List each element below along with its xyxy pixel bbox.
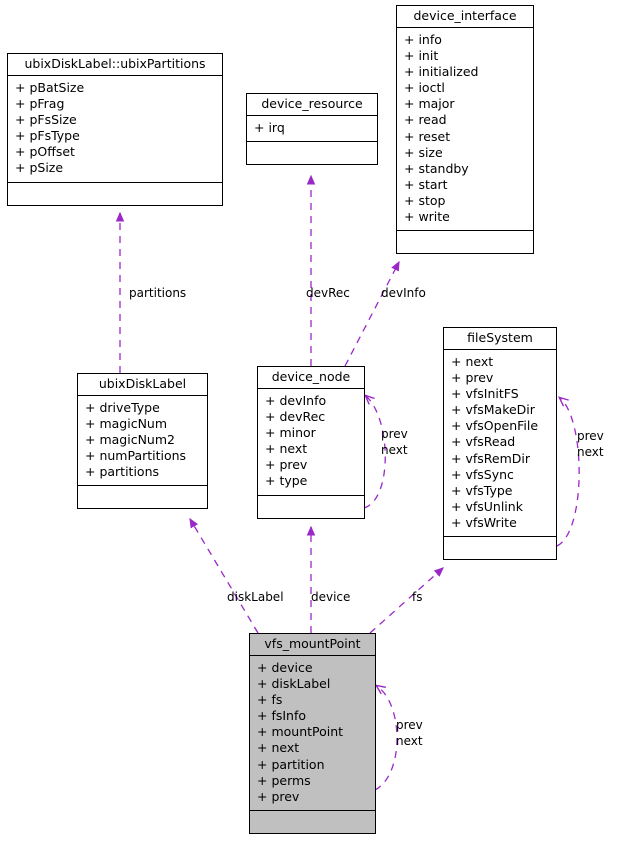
edge-label-device-node-self: prev next bbox=[381, 427, 408, 458]
class-title: device_resource bbox=[247, 94, 377, 116]
class-attributes: + device + diskLabel + fs + fsInfo + mou… bbox=[250, 656, 375, 811]
attribute-row: + pFsType bbox=[15, 128, 80, 144]
edge-label-next: next bbox=[381, 442, 408, 457]
edge-label-prev: prev bbox=[577, 429, 604, 443]
class-attributes: + info + init + initialized + ioctl + ma… bbox=[397, 28, 533, 232]
class-box-device-interface[interactable]: device_interface + info + init + initial… bbox=[396, 5, 534, 255]
class-title: device_interface bbox=[397, 6, 533, 28]
attribute-row: + pOffset bbox=[15, 144, 75, 160]
attribute-row: + numPartitions bbox=[85, 448, 187, 464]
attribute-row: + read bbox=[404, 112, 447, 128]
edge-label-device: device bbox=[311, 590, 351, 604]
attribute-row: + vfsUnlink bbox=[451, 498, 523, 514]
attribute-row: + type bbox=[265, 473, 308, 489]
class-operations bbox=[78, 486, 207, 508]
edge-label-devinfo: devInfo bbox=[381, 286, 426, 300]
attribute-row: + minor bbox=[265, 425, 316, 441]
class-attributes: + next + prev + vfsInitFS + vfsMakeDir +… bbox=[444, 350, 556, 538]
class-attributes: + pBatSize + pFrag + pFsSize + pFsType +… bbox=[8, 76, 222, 183]
attribute-row: + vfsMakeDir bbox=[451, 402, 535, 418]
edge-label-mountpoint-self: prev next bbox=[396, 718, 423, 749]
attribute-row: + pFsSize bbox=[15, 112, 77, 128]
attribute-row: + devInfo bbox=[265, 393, 327, 408]
attribute-row: + info bbox=[404, 32, 442, 47]
attribute-row: + prev bbox=[265, 457, 308, 473]
attribute-row: + perms bbox=[257, 772, 311, 788]
class-attributes: + devInfo + devRec + minor + next + prev… bbox=[258, 389, 364, 496]
attribute-row: + size bbox=[404, 144, 443, 160]
class-attributes: + irq bbox=[247, 116, 377, 143]
attribute-row: + pFrag bbox=[15, 96, 65, 112]
attribute-row: + fs bbox=[257, 692, 283, 708]
attribute-row: + partitions bbox=[85, 464, 160, 480]
class-operations bbox=[444, 537, 556, 559]
attribute-row: + partition bbox=[257, 756, 325, 772]
attribute-row: + devRec bbox=[265, 409, 326, 425]
edge-label-fs: fs bbox=[412, 590, 423, 604]
attribute-row: + initialized bbox=[404, 64, 479, 80]
attribute-row: + prev bbox=[257, 788, 300, 804]
class-title: vfs_mountPoint bbox=[250, 634, 375, 656]
class-title: ubixDiskLabel bbox=[78, 374, 207, 396]
edge-label-prev: prev bbox=[396, 718, 423, 732]
edge-label-devrec: devRec bbox=[306, 286, 350, 300]
attribute-row: + reset bbox=[404, 128, 451, 144]
attribute-row: + irq bbox=[254, 120, 285, 135]
edge-label-partitions: partitions bbox=[129, 286, 187, 300]
class-box-device-node[interactable]: device_node + devInfo + devRec + minor +… bbox=[257, 366, 365, 519]
attribute-row: + diskLabel bbox=[257, 676, 331, 692]
attribute-row: + fsInfo bbox=[257, 708, 307, 724]
edge-mountpoint-self bbox=[374, 684, 398, 791]
attribute-row: + prev bbox=[451, 370, 494, 386]
attribute-row: + vfsType bbox=[451, 482, 513, 498]
edge-devinfo bbox=[344, 262, 399, 367]
class-box-vfs-mountpoint[interactable]: vfs_mountPoint + device + diskLabel + fs… bbox=[249, 633, 376, 834]
attribute-row: + init bbox=[404, 48, 439, 64]
attribute-row: + vfsRead bbox=[451, 434, 516, 450]
attribute-row: + pSize bbox=[15, 160, 64, 176]
edge-label-disklabel: diskLabel bbox=[227, 590, 284, 604]
attribute-row: + driveType bbox=[85, 400, 160, 415]
edge-fs bbox=[369, 568, 443, 634]
attribute-row: + ioctl bbox=[404, 80, 445, 96]
attribute-row: + major bbox=[404, 96, 455, 112]
attribute-row: + pBatSize bbox=[15, 80, 85, 95]
class-operations bbox=[258, 496, 364, 518]
class-box-filesystem[interactable]: fileSystem + next + prev + vfsInitFS + v… bbox=[443, 327, 557, 561]
class-title: ubixDiskLabel::ubixPartitions bbox=[8, 54, 222, 76]
attribute-row: + next bbox=[265, 441, 308, 457]
class-operations bbox=[8, 183, 222, 205]
attribute-row: + standby bbox=[404, 160, 469, 176]
edge-filesystem-self bbox=[556, 396, 580, 547]
attribute-row: + write bbox=[404, 209, 450, 225]
class-title: fileSystem bbox=[444, 328, 556, 350]
edge-label-next: next bbox=[577, 444, 604, 459]
attribute-row: + magicNum2 bbox=[85, 432, 175, 448]
attribute-row: + magicNum bbox=[85, 416, 168, 432]
edge-disklabel bbox=[190, 519, 259, 634]
attribute-row: + vfsSync bbox=[451, 466, 514, 482]
attribute-row: + vfsRemDir bbox=[451, 450, 530, 466]
class-title: device_node bbox=[258, 367, 364, 389]
class-box-device-resource[interactable]: device_resource + irq bbox=[246, 93, 378, 166]
class-operations bbox=[247, 142, 377, 164]
class-operations bbox=[397, 231, 533, 253]
class-operations bbox=[250, 811, 375, 833]
attribute-row: + vfsWrite bbox=[451, 514, 517, 530]
edge-label-next: next bbox=[396, 733, 423, 748]
attribute-row: + vfsInitFS bbox=[451, 386, 519, 402]
attribute-row: + mountPoint bbox=[257, 724, 344, 740]
attribute-row: + start bbox=[404, 176, 448, 192]
class-box-ubix-partitions[interactable]: ubixDiskLabel::ubixPartitions + pBatSize… bbox=[7, 53, 223, 206]
attribute-row: + device bbox=[257, 660, 313, 675]
edge-label-filesystem-self: prev next bbox=[577, 429, 604, 460]
class-box-ubix-disk-label[interactable]: ubixDiskLabel + driveType + magicNum + m… bbox=[77, 373, 208, 510]
attribute-row: + vfsOpenFile bbox=[451, 418, 539, 434]
attribute-row: + next bbox=[257, 740, 300, 756]
edge-label-prev: prev bbox=[381, 427, 408, 441]
attribute-row: + stop bbox=[404, 192, 446, 208]
class-attributes: + driveType + magicNum + magicNum2 + num… bbox=[78, 396, 207, 487]
attribute-row: + next bbox=[451, 354, 494, 369]
